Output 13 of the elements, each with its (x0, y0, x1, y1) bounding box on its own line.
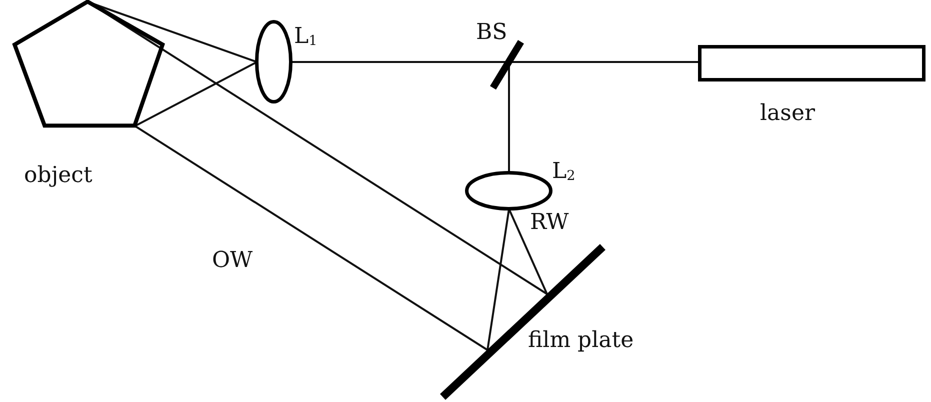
lens-label: L$_{2}$ (552, 159, 576, 184)
object-label: object (24, 163, 92, 188)
light-beam (291, 61, 507, 63)
light-beam (508, 208, 548, 294)
wave-label: RW (530, 210, 569, 236)
beam-splitter-label: BS (476, 20, 508, 46)
light-beam (134, 61, 258, 127)
laser-label: laser (760, 101, 815, 126)
light-beam (134, 125, 488, 351)
light-beam (486, 208, 510, 350)
wave-label: OW (212, 248, 253, 274)
lens-label: L$_{1}$ (294, 24, 318, 50)
film-plate-label: film plate (528, 328, 634, 354)
